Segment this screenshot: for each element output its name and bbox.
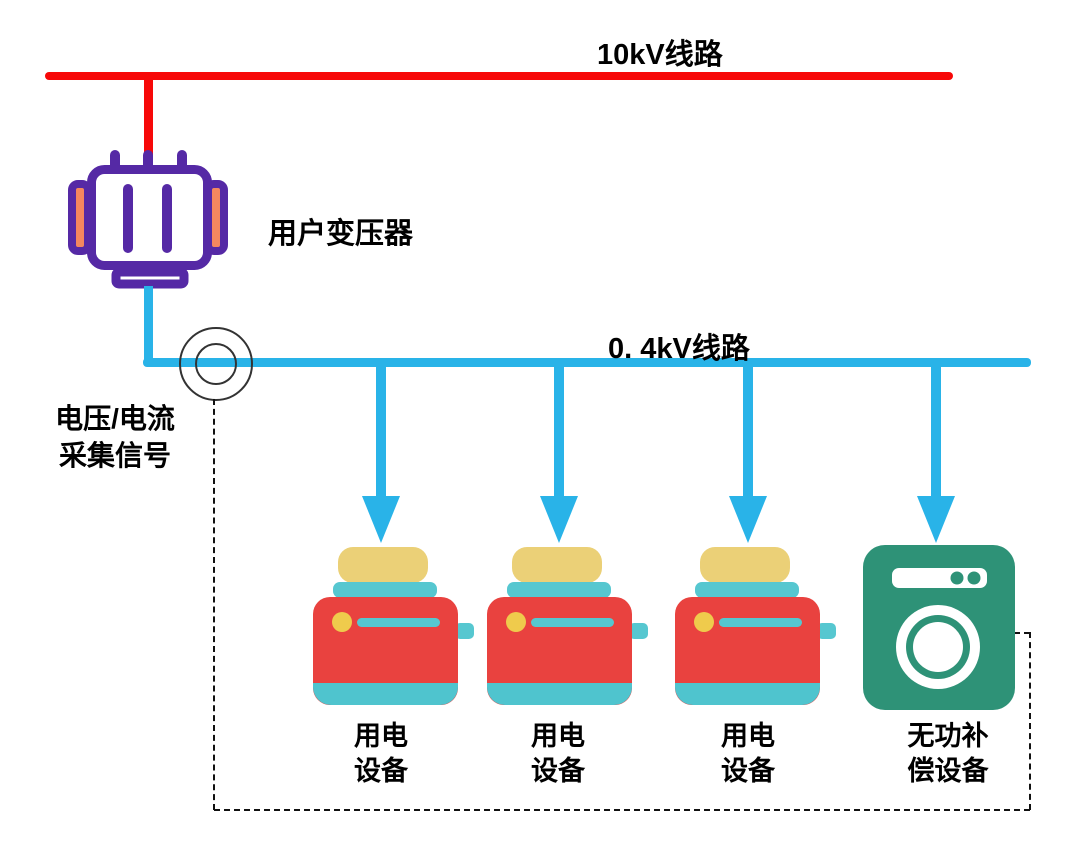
line-10kv-label: 10kV线路: [597, 39, 723, 71]
sensor-signal-label-line1: 电压/电流: [55, 403, 175, 434]
transformer-icon: [66, 148, 230, 292]
device-label-line2: 设备: [354, 756, 408, 786]
toaster-icon: [672, 545, 836, 705]
transformer-label: 用户变压器: [268, 218, 414, 250]
signal-dashed-line-left: [213, 399, 215, 810]
signal-dashed-line-washer-stub: [1014, 632, 1030, 634]
device-label: 用电 设备: [478, 719, 638, 789]
toaster-icon: [310, 545, 474, 705]
device-label-line1: 用电: [531, 721, 585, 751]
device-label-line1: 用电: [721, 721, 775, 751]
signal-dashed-line-right: [1029, 632, 1031, 810]
current-transformer-sensor-inner-ring: [195, 343, 237, 385]
device-label-line1: 用电: [354, 721, 408, 751]
device-label-line2: 设备: [721, 756, 775, 786]
line-10kv: [45, 72, 953, 80]
down-arrow-icon: [729, 362, 767, 543]
toaster-icon: [484, 545, 648, 705]
device-label-line1: 无功补: [907, 721, 989, 751]
down-arrow-icon: [362, 362, 400, 543]
device-label: 用电 设备: [301, 719, 461, 789]
line-04kv-label: 0. 4kV线路: [608, 333, 750, 365]
device-label-line2: 偿设备: [907, 756, 989, 786]
transformer-secondary-wire: [144, 286, 153, 364]
current-transformer-sensor-icon: [179, 327, 253, 401]
washing-machine-icon: [862, 544, 1016, 711]
transformer-primary-wire: [144, 74, 153, 162]
device-label: 无功补 偿设备: [868, 719, 1028, 789]
down-arrow-icon: [917, 362, 955, 543]
device-label-line2: 设备: [531, 756, 585, 786]
device-label: 用电 设备: [668, 719, 828, 789]
down-arrow-icon: [540, 362, 578, 543]
signal-dashed-line-bottom: [214, 809, 1030, 811]
sensor-signal-label: 电压/电流 采集信号: [34, 400, 196, 474]
sensor-signal-label-line2: 采集信号: [58, 440, 171, 471]
line-04kv: [143, 358, 1031, 367]
